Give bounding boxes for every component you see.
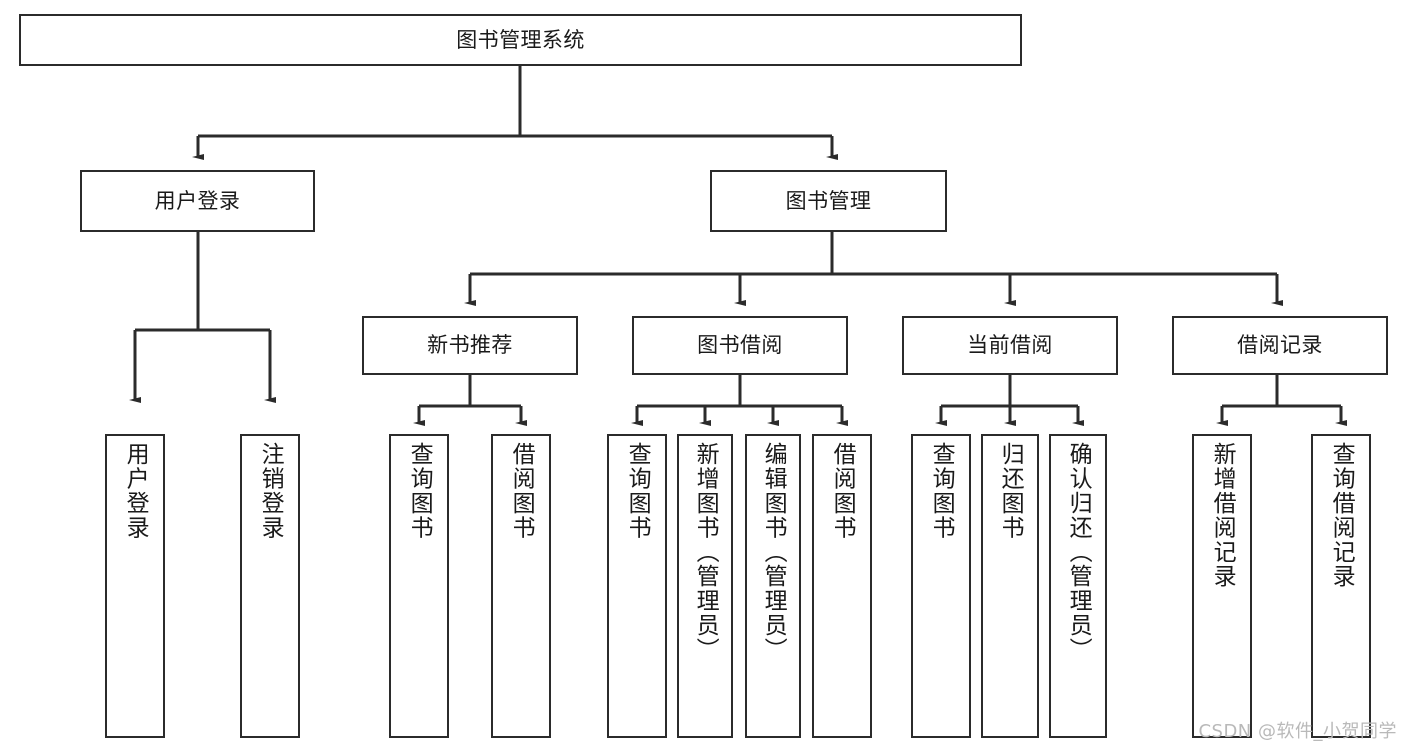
node-leaf-add-book-label: 新增图书（管理员） [692,442,719,662]
node-book-management-label: 图书管理 [785,188,872,213]
node-leaf-query-book-1[interactable]: 查询图书 [389,434,449,738]
node-leaf-query-record[interactable]: 查询借阅记录 [1311,434,1371,738]
node-current-borrow-label: 当前借阅 [967,333,1053,358]
node-leaf-query-book-1-label: 查询图书 [406,442,433,540]
node-leaf-add-record[interactable]: 新增借阅记录 [1192,434,1252,738]
node-leaf-query-book-2-label: 查询图书 [624,442,651,540]
node-leaf-borrow-book-2[interactable]: 借阅图书 [812,434,872,738]
node-borrow-record-label: 借阅记录 [1237,333,1323,358]
node-new-book-recommend[interactable]: 新书推荐 [362,316,578,375]
node-leaf-query-book-3[interactable]: 查询图书 [911,434,971,738]
node-user-login[interactable]: 用户登录 [80,170,315,232]
node-leaf-borrow-book-1-label: 借阅图书 [508,442,535,540]
node-leaf-borrow-book-2-label: 借阅图书 [829,442,856,540]
node-leaf-add-book[interactable]: 新增图书（管理员） [677,434,733,738]
node-leaf-user-login-label: 用户登录 [122,442,149,540]
node-book-borrow-label: 图书借阅 [697,333,783,358]
node-leaf-edit-book-label: 编辑图书（管理员） [760,442,787,662]
node-book-management[interactable]: 图书管理 [710,170,947,232]
node-leaf-query-book-2[interactable]: 查询图书 [607,434,667,738]
node-leaf-user-login[interactable]: 用户登录 [105,434,165,738]
node-user-login-label: 用户登录 [154,188,241,213]
node-current-borrow[interactable]: 当前借阅 [902,316,1118,375]
node-borrow-record[interactable]: 借阅记录 [1172,316,1388,375]
node-leaf-return-book[interactable]: 归还图书 [981,434,1039,738]
node-book-borrow[interactable]: 图书借阅 [632,316,848,375]
node-leaf-query-record-label: 查询借阅记录 [1328,442,1355,589]
node-leaf-edit-book[interactable]: 编辑图书（管理员） [745,434,801,738]
node-leaf-add-record-label: 新增借阅记录 [1209,442,1236,589]
node-root[interactable]: 图书管理系统 [19,14,1022,66]
node-leaf-confirm-return[interactable]: 确认归还（管理员） [1049,434,1107,738]
node-leaf-logout-login[interactable]: 注销登录 [240,434,300,738]
node-leaf-logout-login-label: 注销登录 [257,442,284,540]
node-root-label: 图书管理系统 [456,27,585,52]
csdn-watermark: CSDN @软件_小贺同学 [1198,721,1397,742]
node-leaf-query-book-3-label: 查询图书 [928,442,955,540]
node-new-book-recommend-label: 新书推荐 [427,333,513,358]
node-leaf-borrow-book-1[interactable]: 借阅图书 [491,434,551,738]
node-leaf-confirm-return-label: 确认归还（管理员） [1065,442,1092,662]
node-leaf-return-book-label: 归还图书 [997,442,1024,540]
